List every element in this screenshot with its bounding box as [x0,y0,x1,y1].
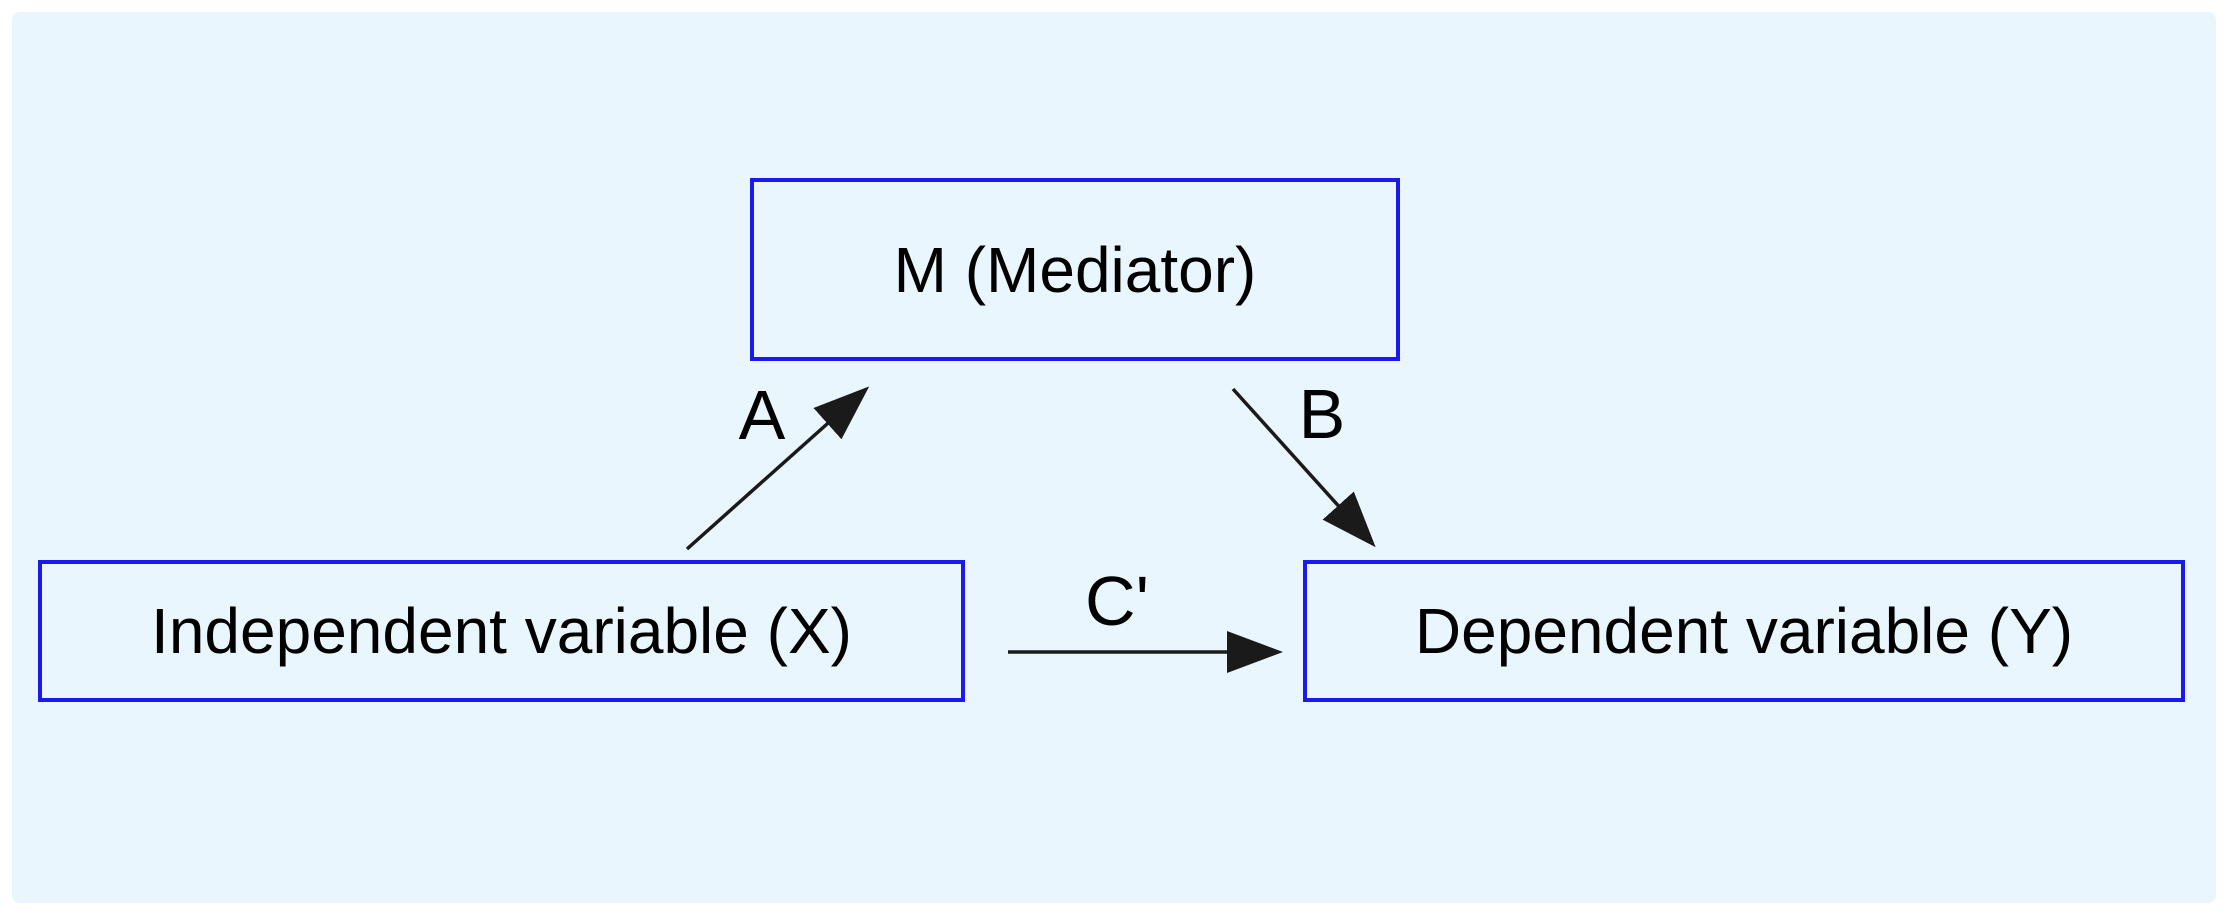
node-dependent-label: Dependent variable (Y) [1414,595,2074,667]
edge-b-arrow [1231,387,1376,548]
node-independent: Independent variable (X) [38,560,965,702]
diagram-panel [12,12,2216,903]
edge-a-arrow [685,386,870,551]
edge-a-label: A [738,376,786,454]
edge-c-prime-label: C' [1085,562,1149,640]
edge-b-label: B [1298,375,1346,453]
node-mediator: M (Mediator) [750,178,1400,361]
node-independent-label: Independent variable (X) [151,595,852,667]
node-mediator-label: M (Mediator) [893,233,1257,306]
node-dependent: Dependent variable (Y) [1303,560,2185,702]
